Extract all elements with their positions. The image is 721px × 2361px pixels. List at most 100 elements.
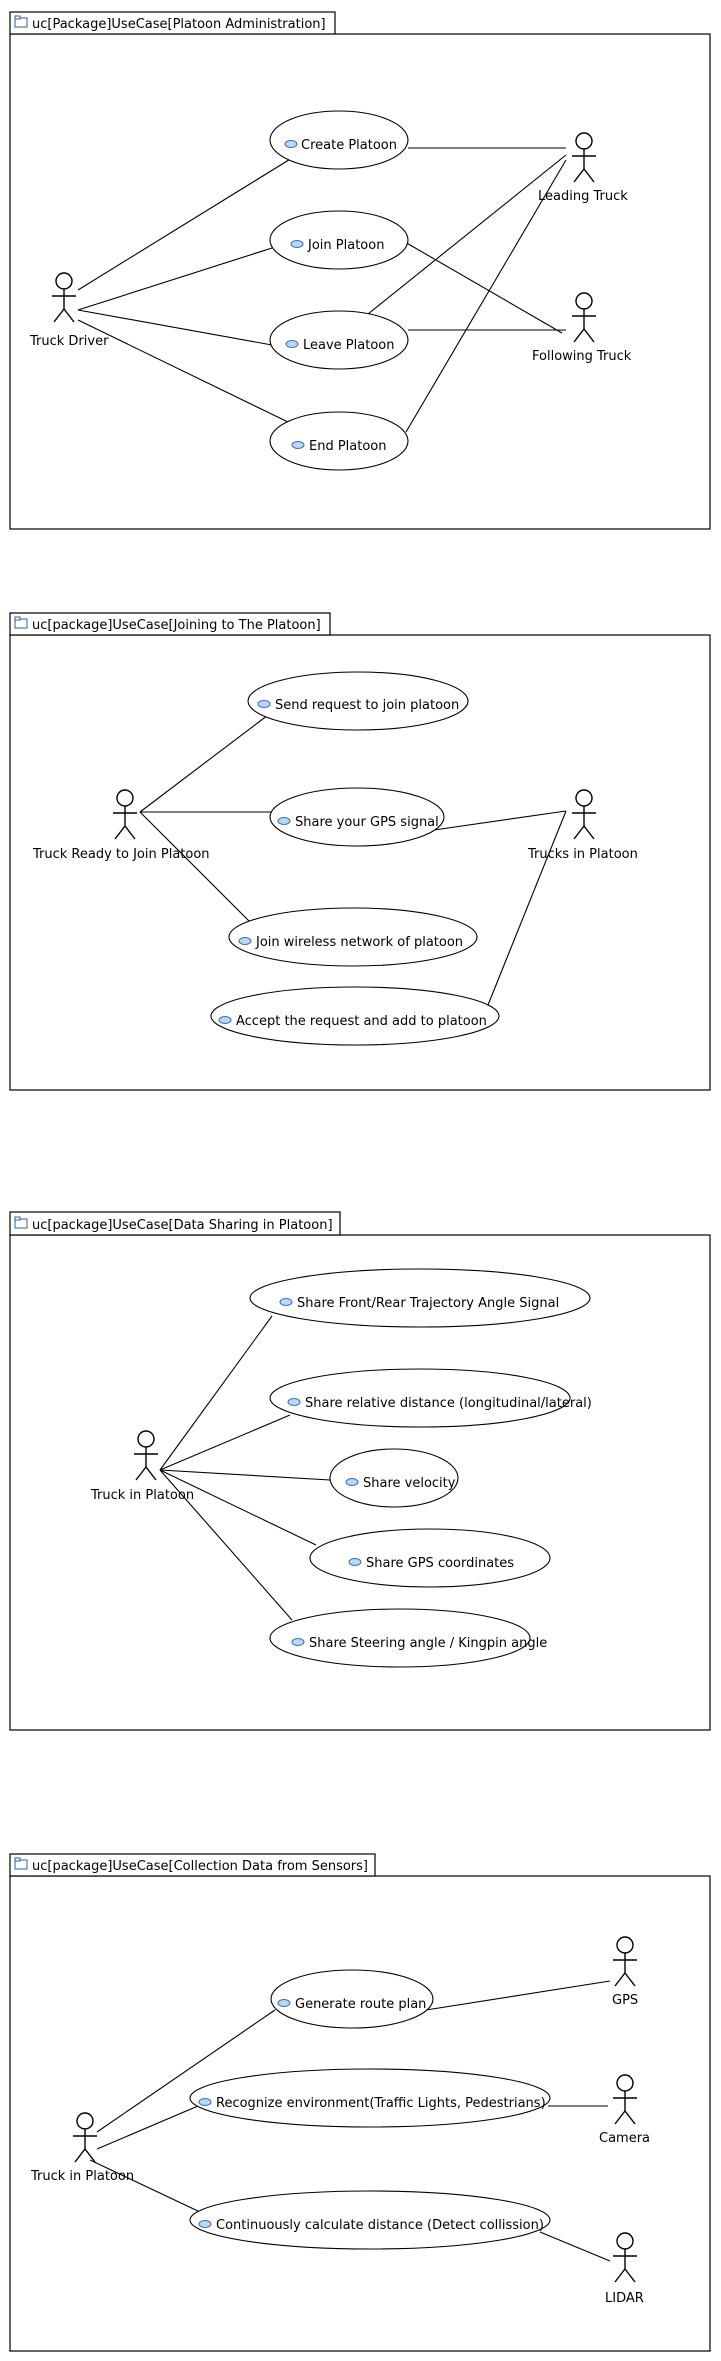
actor-label: Truck Driver (29, 334, 109, 349)
association-line (159, 1315, 273, 1471)
association-line (77, 247, 273, 311)
use-case-label: Share relative distance (longitudinal/la… (305, 1396, 592, 1411)
use-case-label: Join Platoon (307, 238, 384, 253)
use-case-accept-the-request-and-add-to-platoon: Accept the request and add to platoon (210, 986, 500, 1046)
actor-label: Following Truck (532, 349, 632, 364)
actor-camera: Camera (599, 2074, 650, 2146)
use-case-icon (284, 140, 298, 148)
actor-label: Leading Truck (538, 189, 628, 204)
package-icon (14, 15, 28, 28)
association-line (159, 1469, 293, 1621)
use-case-icon (285, 340, 299, 348)
diagram-title: uc[package]UseCase[Collection Data from … (32, 1859, 368, 1874)
use-case-icon (291, 441, 305, 449)
associations (139, 711, 567, 1006)
diagram-title: uc[package]UseCase[Joining to The Platoo… (32, 618, 321, 633)
association-line (539, 2231, 611, 2262)
actor-label: Camera (599, 2131, 650, 2146)
use-case-label: Share Steering angle / Kingpin angle (309, 1636, 547, 1651)
association-line (96, 2102, 206, 2150)
association-line (405, 159, 567, 433)
diagram-title: uc[Package]UseCase[Platoon Administratio… (32, 17, 326, 32)
use-case-label: Recognize environment(Traffic Lights, Pe… (216, 2096, 546, 2111)
use-case-share-front-rear-trajectory-angle-signal: Share Front/Rear Trajectory Angle Signal (249, 1268, 591, 1328)
use-case-icon (290, 240, 304, 248)
actor-gps: GPS (612, 1936, 638, 2008)
actor-leading-truck: Leading Truck (538, 132, 628, 204)
use-case-label: Leave Platoon (303, 338, 394, 353)
use-case-recognize-environment: Recognize environment(Traffic Lights, Pe… (189, 2068, 551, 2128)
use-case-generate-route-plan: Generate route plan (270, 1969, 434, 2029)
use-case-join-wireless-network-of-platoon: Join wireless network of platoon (228, 907, 478, 967)
package-icon (14, 1216, 28, 1229)
diagram-title-tab (9, 11, 336, 35)
actor-stick-figure-icon (134, 1430, 158, 1481)
actor-label: Truck in Platoon (90, 1488, 194, 1503)
diagram-title-tab (9, 612, 331, 636)
use-case-icon (198, 2220, 212, 2228)
association-line (367, 154, 567, 315)
use-case-label: End Platoon (309, 439, 387, 454)
association-line (96, 2009, 276, 2133)
actor-stick-figure-icon (52, 272, 76, 323)
actor-truck-in-platoon: Truck in Platoon (30, 2112, 134, 2184)
association-line (159, 1414, 291, 1471)
actor-label: GPS (612, 1993, 638, 2008)
use-case-share-relative-distance: Share relative distance (longitudinal/la… (269, 1368, 592, 1428)
diagram-title-tab (9, 1853, 376, 1877)
use-case-label: Join wireless network of platoon (255, 935, 463, 950)
actor-stick-figure-icon (572, 132, 596, 183)
use-case-icon (218, 1016, 232, 1024)
association-line (433, 810, 567, 831)
use-case-icon (238, 937, 252, 945)
actor-label: Truck Ready to Join Platoon (32, 847, 210, 862)
association-line (159, 1469, 331, 1481)
actor-lidar: LIDAR (605, 2232, 644, 2306)
association-line (139, 711, 273, 813)
diagram-title: uc[package]UseCase[Data Sharing in Plato… (32, 1218, 333, 1233)
actor-stick-figure-icon (613, 2074, 637, 2125)
association-line (89, 2159, 201, 2213)
use-case-icon (291, 1638, 305, 1646)
use-case-continuously-calculate-distance: Continuously calculate distance (Detect … (189, 2190, 551, 2250)
actor-following-truck: Following Truck (532, 292, 632, 364)
use-case-label: Continuously calculate distance (Detect … (216, 2218, 544, 2233)
actor-stick-figure-icon (113, 789, 137, 840)
use-case-label: Share GPS coordinates (366, 1556, 514, 1571)
association-line (77, 309, 273, 346)
use-case-share-steering-angle: Share Steering angle / Kingpin angle (269, 1608, 547, 1668)
actor-truck-driver: Truck Driver (29, 272, 109, 349)
use-case-label: Share velocity (363, 1476, 456, 1491)
diagram-joining-to-the-platoon: uc[package]UseCase[Joining to The Platoo… (9, 612, 711, 1091)
use-case-send-request-to-join-platoon: Send request to join platoon (247, 671, 469, 731)
diagram-frame (9, 1234, 711, 1731)
actor-label: Truck in Platoon (30, 2169, 134, 2184)
association-line (77, 319, 291, 424)
use-case-icon (277, 817, 291, 825)
use-case-join-platoon: Join Platoon (269, 210, 409, 270)
use-case-label: Share Front/Rear Trajectory Angle Signal (297, 1296, 559, 1311)
package-icon (14, 616, 28, 629)
diagram-data-sharing-in-platoon: uc[package]UseCase[Data Sharing in Plato… (9, 1211, 711, 1731)
package-icon (14, 1857, 28, 1870)
diagram-platoon-administration: uc[Package]UseCase[Platoon Administratio… (9, 11, 711, 530)
actor-trucks-in-platoon: Trucks in Platoon (527, 789, 638, 862)
associations (159, 1315, 331, 1621)
actor-stick-figure-icon (572, 292, 596, 343)
association-line (397, 237, 563, 334)
use-case-share-your-gps-signal: Share your GPS signal (269, 787, 445, 847)
actor-label: Trucks in Platoon (527, 847, 638, 862)
associations (77, 147, 567, 433)
use-case-icon (277, 1999, 291, 2007)
actor-stick-figure-icon (73, 2112, 97, 2163)
use-case-end-platoon: End Platoon (269, 411, 409, 471)
diagram-collection-data-from-sensors: uc[package]UseCase[Collection Data from … (9, 1853, 711, 2352)
actor-stick-figure-icon (613, 1936, 637, 1987)
association-line (159, 1469, 317, 1546)
association-line (487, 810, 567, 1006)
diagram-frame (9, 634, 711, 1091)
association-line (77, 157, 293, 291)
use-case-label: Send request to join platoon (275, 698, 459, 713)
use-case-icon (279, 1298, 293, 1306)
